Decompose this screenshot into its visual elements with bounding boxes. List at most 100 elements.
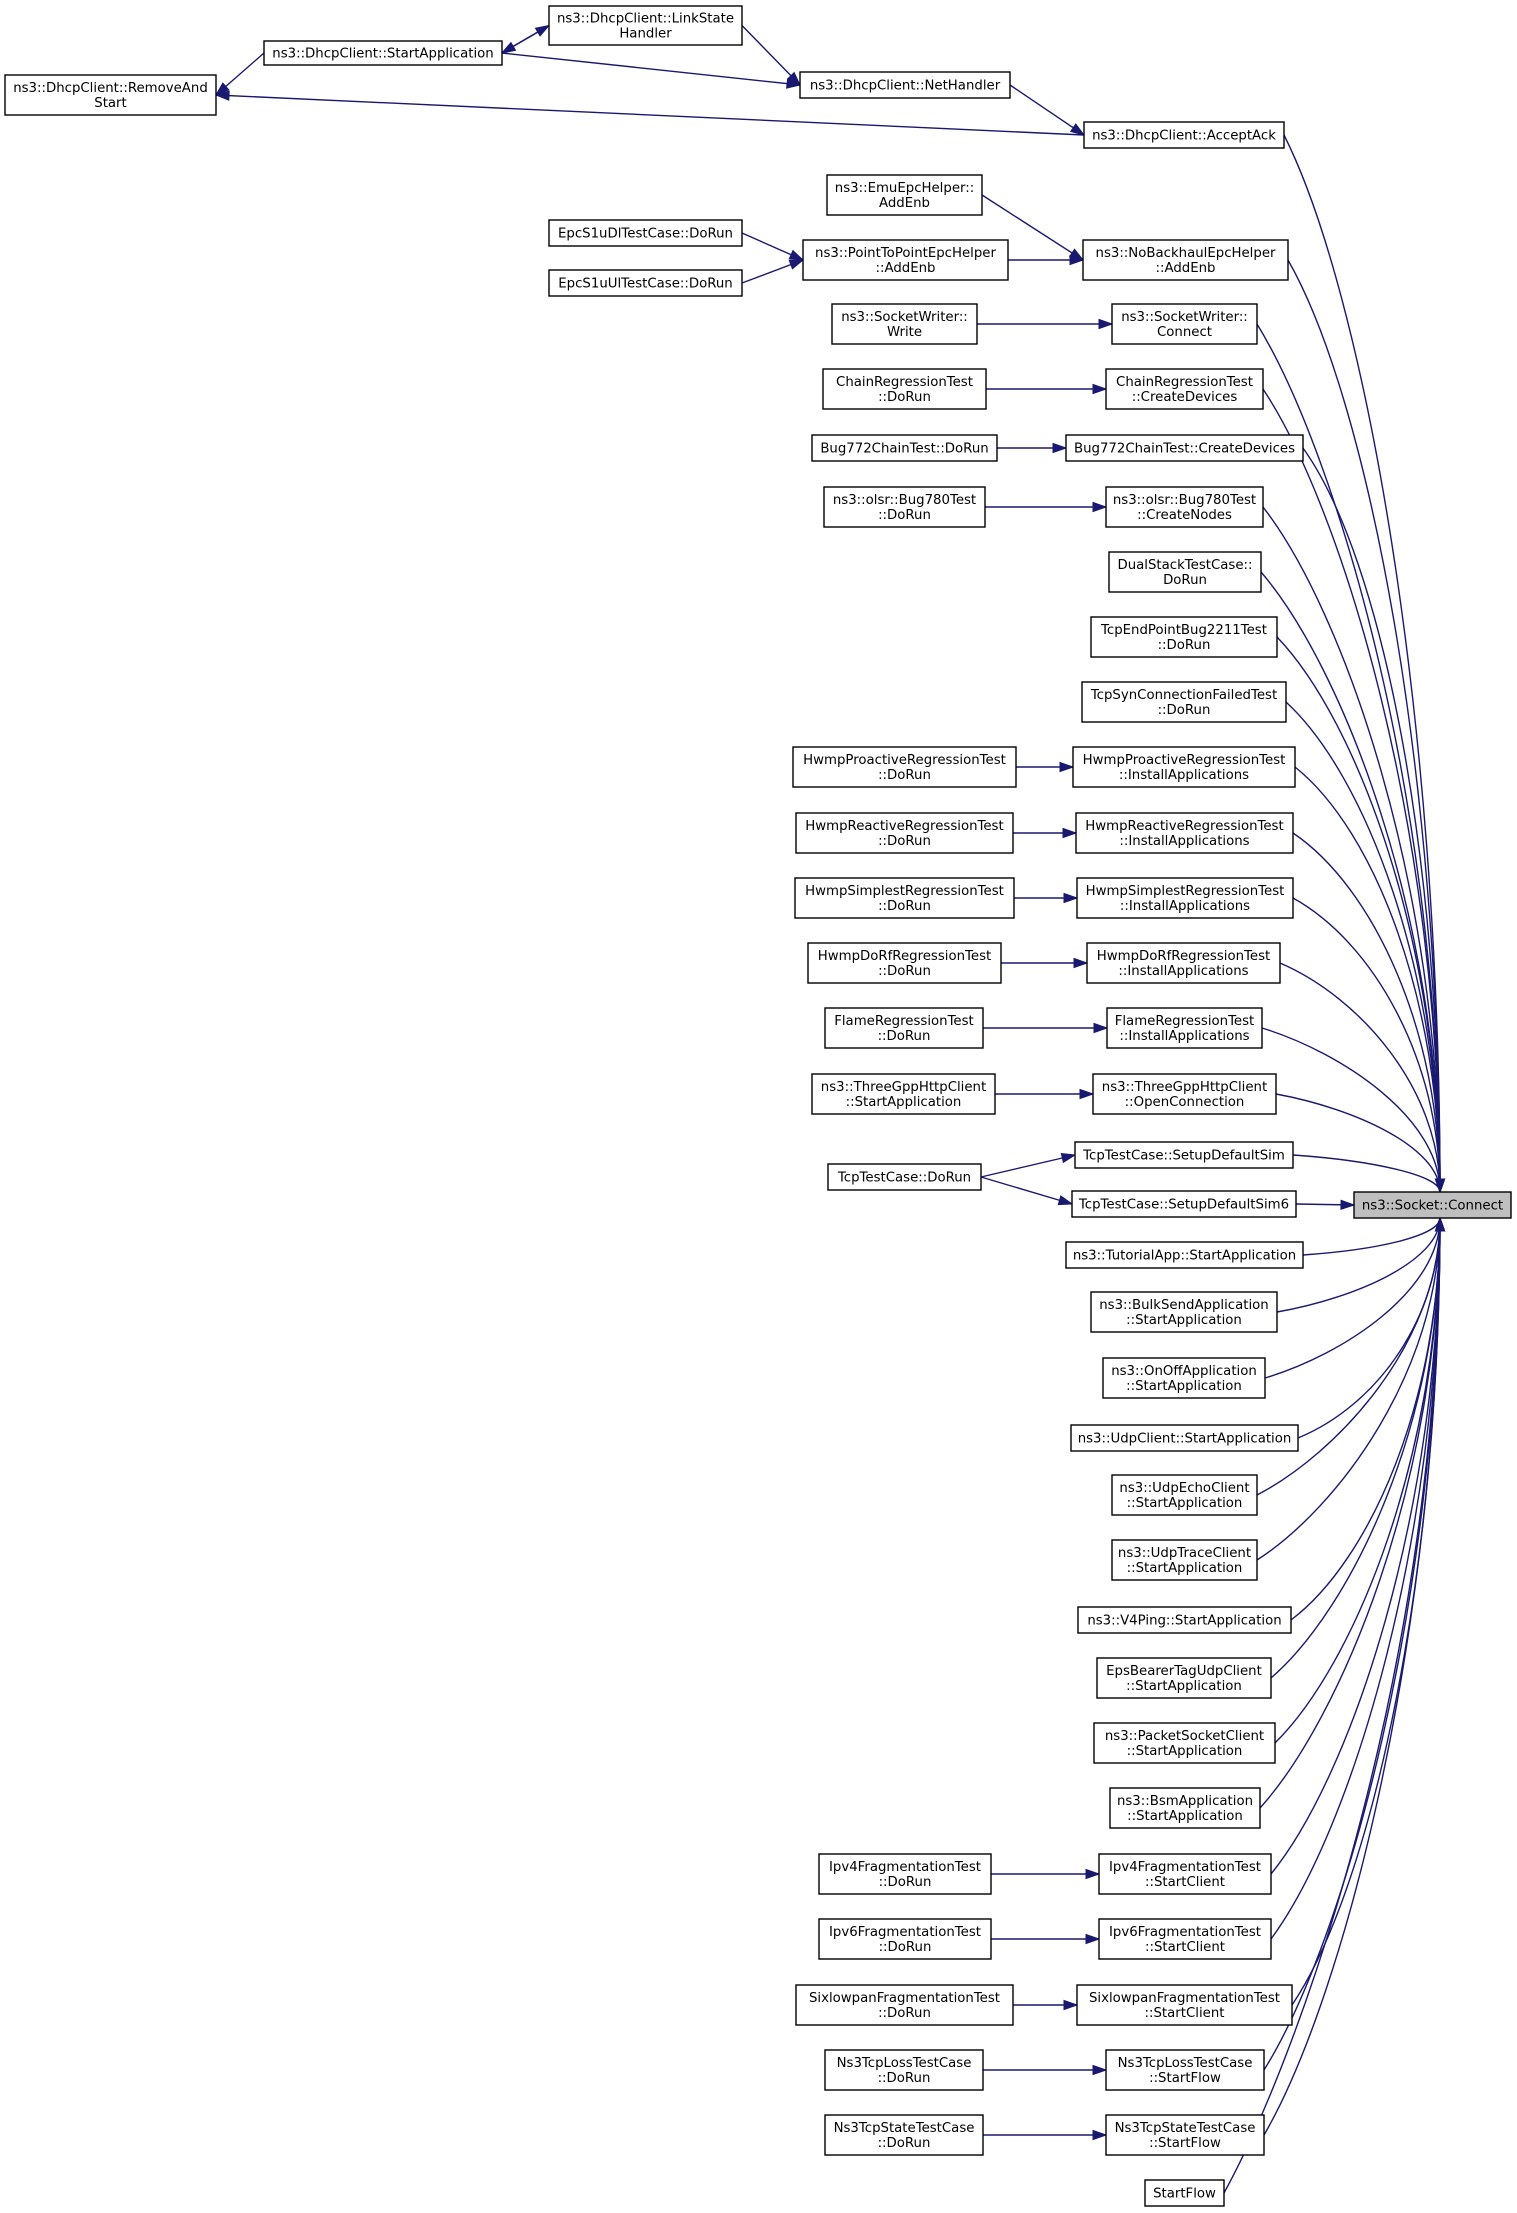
node-v4ping[interactable]: ns3::V4Ping::StartApplication bbox=[1077, 1606, 1292, 1634]
node-label: ns3::OnOffApplication bbox=[1111, 1364, 1257, 1379]
node-label: Ipv4FragmentationTest bbox=[1109, 1860, 1261, 1875]
node-epcul[interactable]: EpcS1uUlTestCase::DoRun bbox=[548, 269, 743, 297]
node-label: ns3::V4Ping::StartApplication bbox=[1087, 1614, 1281, 1629]
node-label: ::AddEnb bbox=[876, 261, 936, 276]
node-olsr-dorun[interactable]: ns3::olsr::Bug780Test::DoRun bbox=[823, 486, 986, 528]
node-label: ns3::PacketSocketClient bbox=[1105, 1729, 1264, 1744]
node-label: ns3::olsr::Bug780Test bbox=[1113, 493, 1256, 508]
edge-line bbox=[1256, 1217, 1441, 1561]
node-box bbox=[1092, 1073, 1277, 1115]
node-label: Write bbox=[887, 325, 922, 340]
edge-sw-write-to-sw-connect bbox=[977, 318, 1114, 330]
node-sixlo-dorun[interactable]: SixlowpanFragmentationTest::DoRun bbox=[795, 1984, 1014, 2026]
node-udpclient[interactable]: ns3::UdpClient::StartApplication bbox=[1070, 1424, 1299, 1452]
node-label: ns3::DhcpClient::NetHandler bbox=[810, 79, 1001, 94]
node-hwsi-ia[interactable]: HwmpSimplestRegressionTest::InstallAppli… bbox=[1076, 877, 1294, 919]
node-sixlo-sc[interactable]: SixlowpanFragmentationTest::StartClient bbox=[1076, 1984, 1293, 2026]
node-tcploss-dorun[interactable]: Ns3TcpLossTestCase::DoRun bbox=[824, 2049, 984, 2091]
node-box bbox=[1076, 877, 1294, 919]
node-chain-cd[interactable]: ChainRegressionTest::CreateDevices bbox=[1105, 368, 1264, 410]
arrow-head bbox=[214, 82, 230, 97]
node-hwsi-dorun[interactable]: HwmpSimplestRegressionTest::DoRun bbox=[794, 877, 1015, 919]
node-tcpstate-dorun[interactable]: Ns3TcpStateTestCase::DoRun bbox=[824, 2114, 984, 2156]
arrow-head bbox=[1085, 1933, 1101, 1945]
arrow-head bbox=[786, 78, 802, 89]
node-packetsocket[interactable]: ns3::PacketSocketClient::StartApplicatio… bbox=[1093, 1722, 1276, 1764]
node-dualstack[interactable]: DualStackTestCase::DoRun bbox=[1108, 551, 1262, 593]
node-nobh-addenb[interactable]: ns3::NoBackhaulEpcHelper::AddEnb bbox=[1082, 239, 1289, 281]
node-box bbox=[823, 486, 986, 528]
edge-tcp-sds6-to-connect bbox=[1295, 1199, 1356, 1210]
arrow-head bbox=[1059, 761, 1075, 773]
node-ipv6-dorun[interactable]: Ipv6FragmentationTest::DoRun bbox=[818, 1918, 992, 1960]
node-acceptack[interactable]: ns3::DhcpClient::AcceptAck bbox=[1083, 121, 1285, 149]
node-hwpro-dorun[interactable]: HwmpProactiveRegressionTest::DoRun bbox=[792, 746, 1017, 788]
node-box bbox=[1070, 1424, 1299, 1452]
node-onoff[interactable]: ns3::OnOffApplication::StartApplication bbox=[1102, 1357, 1266, 1399]
node-tcpstate-sf[interactable]: Ns3TcpStateTestCase::StartFlow bbox=[1105, 2114, 1265, 2156]
node-flame-dorun[interactable]: FlameRegressionTest::DoRun bbox=[824, 1007, 984, 1049]
node-connect[interactable]: ns3::Socket::Connect bbox=[1353, 1191, 1512, 1219]
node-startapp-dhcp[interactable]: ns3::DhcpClient::StartApplication bbox=[263, 40, 503, 66]
node-olsr-cn[interactable]: ns3::olsr::Bug780Test::CreateNodes bbox=[1105, 486, 1264, 528]
node-label: HwmpReactiveRegressionTest bbox=[1085, 819, 1283, 834]
node-bug772-cd[interactable]: Bug772ChainTest::CreateDevices bbox=[1065, 434, 1304, 462]
node-box bbox=[1081, 681, 1287, 723]
arrow-head bbox=[1052, 442, 1068, 454]
node-box bbox=[1108, 551, 1262, 593]
node-epcdl[interactable]: EpcS1uDlTestCase::DoRun bbox=[548, 219, 743, 247]
node-hwre-ia[interactable]: HwmpReactiveRegressionTest::InstallAppli… bbox=[1075, 812, 1294, 854]
node-sw-connect[interactable]: ns3::SocketWriter::Connect bbox=[1111, 303, 1258, 345]
node-bsm[interactable]: ns3::BsmApplication::StartApplication bbox=[1109, 1787, 1261, 1829]
arrow-head bbox=[1093, 1022, 1109, 1034]
node-label: ::InstallApplications bbox=[1118, 964, 1248, 979]
edge-acceptack-to-connect bbox=[1283, 134, 1446, 1194]
node-tgpp-sa[interactable]: ns3::ThreeGppHttpClient::StartApplicatio… bbox=[811, 1073, 996, 1115]
node-hwre-dorun[interactable]: HwmpReactiveRegressionTest::DoRun bbox=[795, 812, 1014, 854]
node-hwdo-dorun[interactable]: HwmpDoRfRegressionTest::DoRun bbox=[807, 942, 1002, 984]
node-ipv4-sc[interactable]: Ipv4FragmentationTest::StartClient bbox=[1098, 1853, 1272, 1895]
node-ipv4-dorun[interactable]: Ipv4FragmentationTest::DoRun bbox=[818, 1853, 992, 1895]
node-tcpep[interactable]: TcpEndPointBug2211Test::DoRun bbox=[1090, 616, 1278, 658]
node-tcp-sds[interactable]: TcpTestCase::SetupDefaultSim bbox=[1074, 1141, 1294, 1169]
node-epsbearer[interactable]: EpsBearerTagUdpClient::StartApplication bbox=[1096, 1657, 1272, 1699]
node-box bbox=[1077, 1606, 1292, 1634]
arrow-head bbox=[1434, 1178, 1446, 1194]
node-bulk[interactable]: ns3::BulkSendApplication::StartApplicati… bbox=[1090, 1291, 1278, 1333]
node-startflow[interactable]: StartFlow bbox=[1144, 2179, 1225, 2207]
node-udptrace[interactable]: ns3::UdpTraceClient::StartApplication bbox=[1111, 1539, 1258, 1581]
node-box bbox=[824, 2114, 984, 2156]
node-nethandler[interactable]: ns3::DhcpClient::NetHandler bbox=[799, 71, 1011, 99]
node-tcpsyn[interactable]: TcpSynConnectionFailedTest::DoRun bbox=[1081, 681, 1287, 723]
node-flame-ia[interactable]: FlameRegressionTest::InstallApplications bbox=[1106, 1007, 1263, 1049]
node-tcp-sds6[interactable]: TcpTestCase::SetupDefaultSim6 bbox=[1071, 1190, 1297, 1218]
node-label: ns3::ThreeGppHttpClient bbox=[821, 1080, 986, 1095]
node-emu-addenb[interactable]: ns3::EmuEpcHelper::AddEnb bbox=[826, 174, 983, 216]
node-tutorial[interactable]: ns3::TutorialApp::StartApplication bbox=[1065, 1241, 1304, 1269]
node-chain-dorun[interactable]: ChainRegressionTest::DoRun bbox=[822, 368, 987, 410]
node-box bbox=[548, 219, 743, 247]
node-hwpro-ia[interactable]: HwmpProactiveRegressionTest::InstallAppl… bbox=[1072, 746, 1296, 788]
node-label: ChainRegressionTest bbox=[1116, 375, 1253, 390]
edge-line bbox=[1276, 1217, 1441, 1313]
node-ipv6-sc[interactable]: Ipv6FragmentationTest::StartClient bbox=[1098, 1918, 1272, 1960]
node-hwdo-ia[interactable]: HwmpDoRfRegressionTest::InstallApplicati… bbox=[1086, 942, 1281, 984]
node-tcploss-sf[interactable]: Ns3TcpLossTestCase::StartFlow bbox=[1105, 2049, 1265, 2091]
node-label: ::InstallApplications bbox=[1119, 768, 1249, 783]
node-tcp-dorun[interactable]: TcpTestCase::DoRun bbox=[827, 1163, 982, 1191]
node-udpecho[interactable]: ns3::UdpEchoClient::StartApplication bbox=[1111, 1474, 1258, 1516]
node-tgpp-oc[interactable]: ns3::ThreeGppHttpClient::OpenConnection bbox=[1092, 1073, 1277, 1115]
node-bug772-dorun[interactable]: Bug772ChainTest::DoRun bbox=[811, 434, 998, 462]
node-label: ::DoRun bbox=[878, 899, 931, 914]
node-label: ::DoRun bbox=[878, 964, 931, 979]
node-sw-write[interactable]: ns3::SocketWriter::Write bbox=[831, 303, 978, 345]
edge-line bbox=[741, 25, 801, 86]
edge-line bbox=[980, 1154, 1076, 1178]
edge-hwdo-dorun-to-hwdo-ia bbox=[1001, 957, 1089, 969]
node-box bbox=[1105, 2049, 1265, 2091]
node-p2p-addenb[interactable]: ns3::PointToPointEpcHelper::AddEnb bbox=[802, 239, 1009, 281]
node-box bbox=[1105, 486, 1264, 528]
